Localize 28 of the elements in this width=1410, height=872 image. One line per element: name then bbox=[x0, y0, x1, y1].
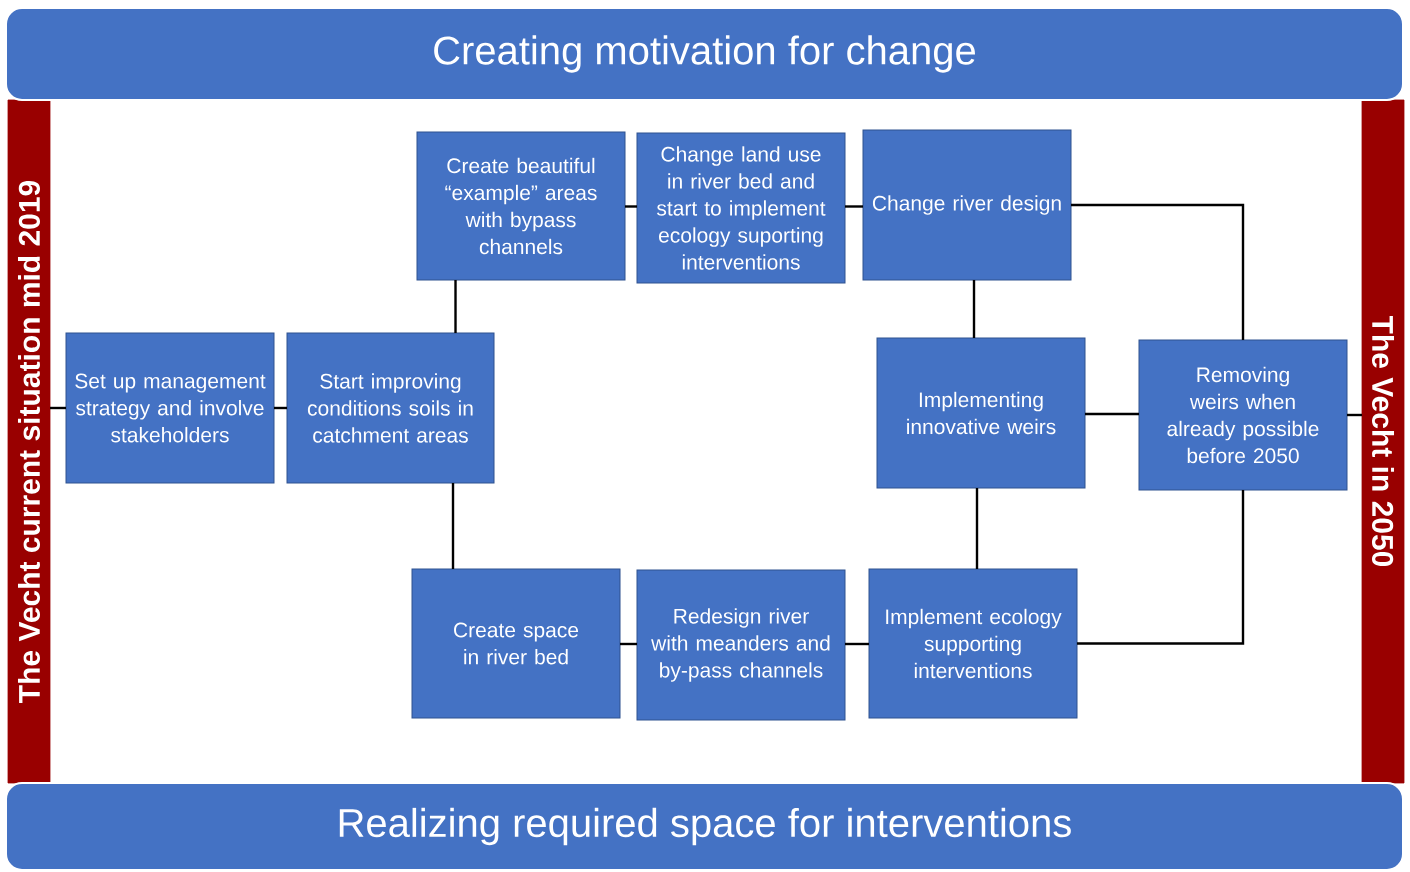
step-box: Redesign river with meanders and by-pass channels bbox=[636, 569, 846, 721]
connector-line bbox=[972, 280, 976, 338]
connector-line bbox=[620, 642, 637, 646]
step-box: Start improving conditions soils in catchment areas bbox=[286, 332, 495, 484]
heading-band: Realizing required space for interventions bbox=[5, 782, 1404, 871]
step-box: Implementing innovative weirs bbox=[876, 337, 1086, 489]
connector-line bbox=[845, 642, 869, 646]
connector-line bbox=[1085, 412, 1139, 416]
step-box: Change land use in river bed and start to implement ecology suporting interventions bbox=[636, 132, 846, 284]
connector-line bbox=[845, 205, 863, 208]
connector-line bbox=[454, 280, 457, 333]
connector-line bbox=[274, 406, 287, 410]
connector-line bbox=[1347, 413, 1362, 417]
step-box: Removing weirs when already possible before 2050 bbox=[1138, 339, 1348, 491]
connector-line bbox=[975, 488, 979, 569]
connector-line bbox=[625, 205, 637, 208]
side-bar: The Vecht current situation mid 2019 bbox=[7, 99, 51, 784]
connector-line bbox=[1077, 490, 1245, 645]
connector-line bbox=[50, 406, 66, 410]
step-box: Change river design bbox=[862, 129, 1072, 281]
step-box: Implement ecology supporting interventions bbox=[868, 568, 1078, 719]
step-box: Set up management strategy and involve stakeholders bbox=[65, 332, 275, 484]
step-box: Create beautiful “example” areas with bypass channels bbox=[416, 131, 626, 281]
step-box: Create space in river bed bbox=[411, 568, 621, 719]
side-bar: The Vecht in 2050 bbox=[1361, 99, 1405, 784]
connector-line bbox=[451, 483, 455, 569]
heading-band: Creating motivation for change bbox=[5, 7, 1404, 101]
connector-line bbox=[1071, 203, 1245, 340]
